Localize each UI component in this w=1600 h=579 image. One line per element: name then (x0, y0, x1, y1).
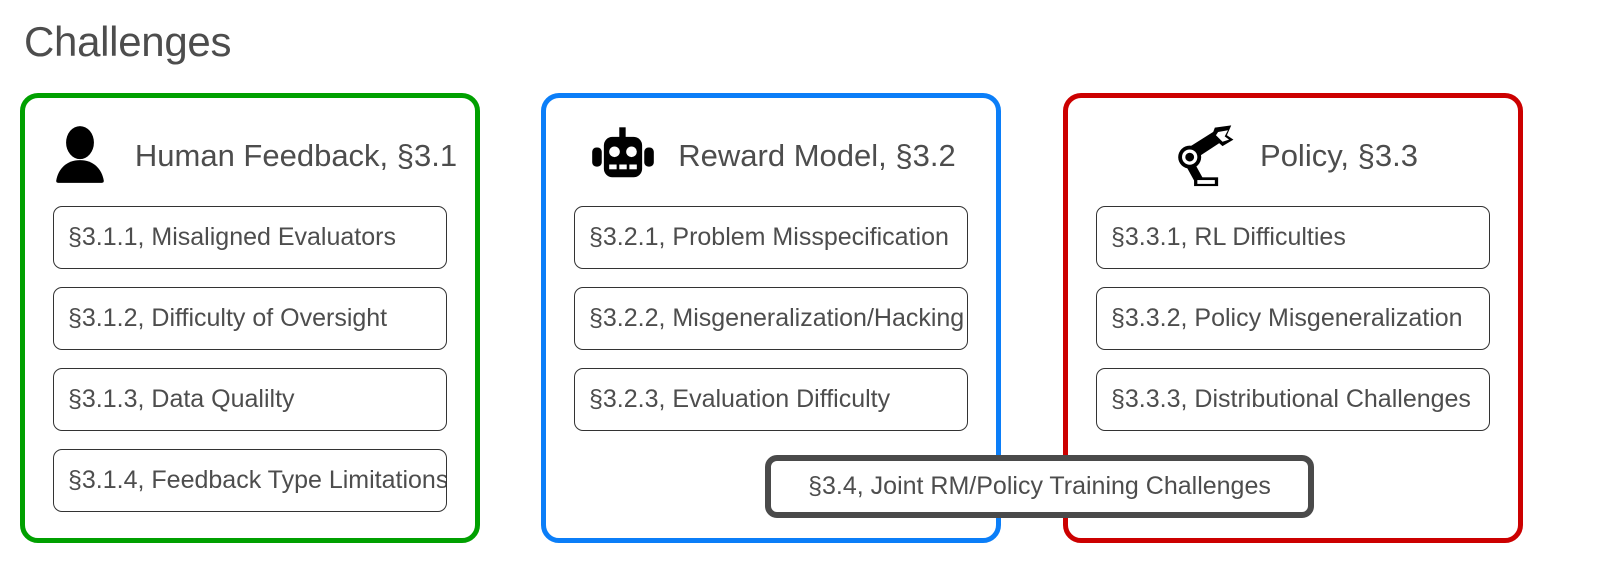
joint-training-challenges-box[interactable]: §3.4, Joint RM/Policy Training Challenge… (765, 455, 1314, 518)
list-item[interactable]: §3.1.3, Data Qualilty (53, 368, 447, 431)
robot-head-icon (586, 119, 660, 193)
list-item[interactable]: §3.3.1, RL Difficulties (1096, 206, 1490, 269)
item-list-policy: §3.3.1, RL Difficulties §3.3.2, Policy M… (1096, 206, 1490, 431)
column-title-policy: Policy, §3.3 (1260, 138, 1418, 173)
column-title-human-feedback: Human Feedback, §3.1 (134, 138, 458, 173)
page-title: Challenges (24, 18, 232, 65)
list-item[interactable]: §3.2.3, Evaluation Difficulty (574, 368, 968, 431)
robot-arm-icon (1168, 119, 1242, 193)
item-list-human-feedback: §3.1.1, Misaligned Evaluators §3.1.2, Di… (53, 206, 447, 512)
list-item[interactable]: §3.1.4, Feedback Type Limitations (53, 449, 447, 512)
list-item[interactable]: §3.2.1, Problem Misspecification (574, 206, 968, 269)
list-item[interactable]: §3.1.1, Misaligned Evaluators (53, 206, 447, 269)
column-header-reward-model: Reward Model, §3.2 (546, 106, 996, 206)
column-header-human-feedback: Human Feedback, §3.1 (25, 106, 475, 206)
column-header-policy: Policy, §3.3 (1068, 106, 1518, 206)
item-list-reward-model: §3.2.1, Problem Misspecification §3.2.2,… (574, 206, 968, 431)
challenge-columns: Human Feedback, §3.1 §3.1.1, Misaligned … (0, 93, 1600, 551)
list-item[interactable]: §3.2.2, Misgeneralization/Hacking (574, 287, 968, 350)
column-human-feedback[interactable]: Human Feedback, §3.1 §3.1.1, Misaligned … (20, 93, 480, 543)
column-title-reward-model: Reward Model, §3.2 (678, 138, 956, 173)
list-item[interactable]: §3.3.3, Distributional Challenges (1096, 368, 1490, 431)
list-item[interactable]: §3.1.2, Difficulty of Oversight (53, 287, 447, 350)
person-icon (43, 119, 117, 193)
list-item[interactable]: §3.3.2, Policy Misgeneralization (1096, 287, 1490, 350)
